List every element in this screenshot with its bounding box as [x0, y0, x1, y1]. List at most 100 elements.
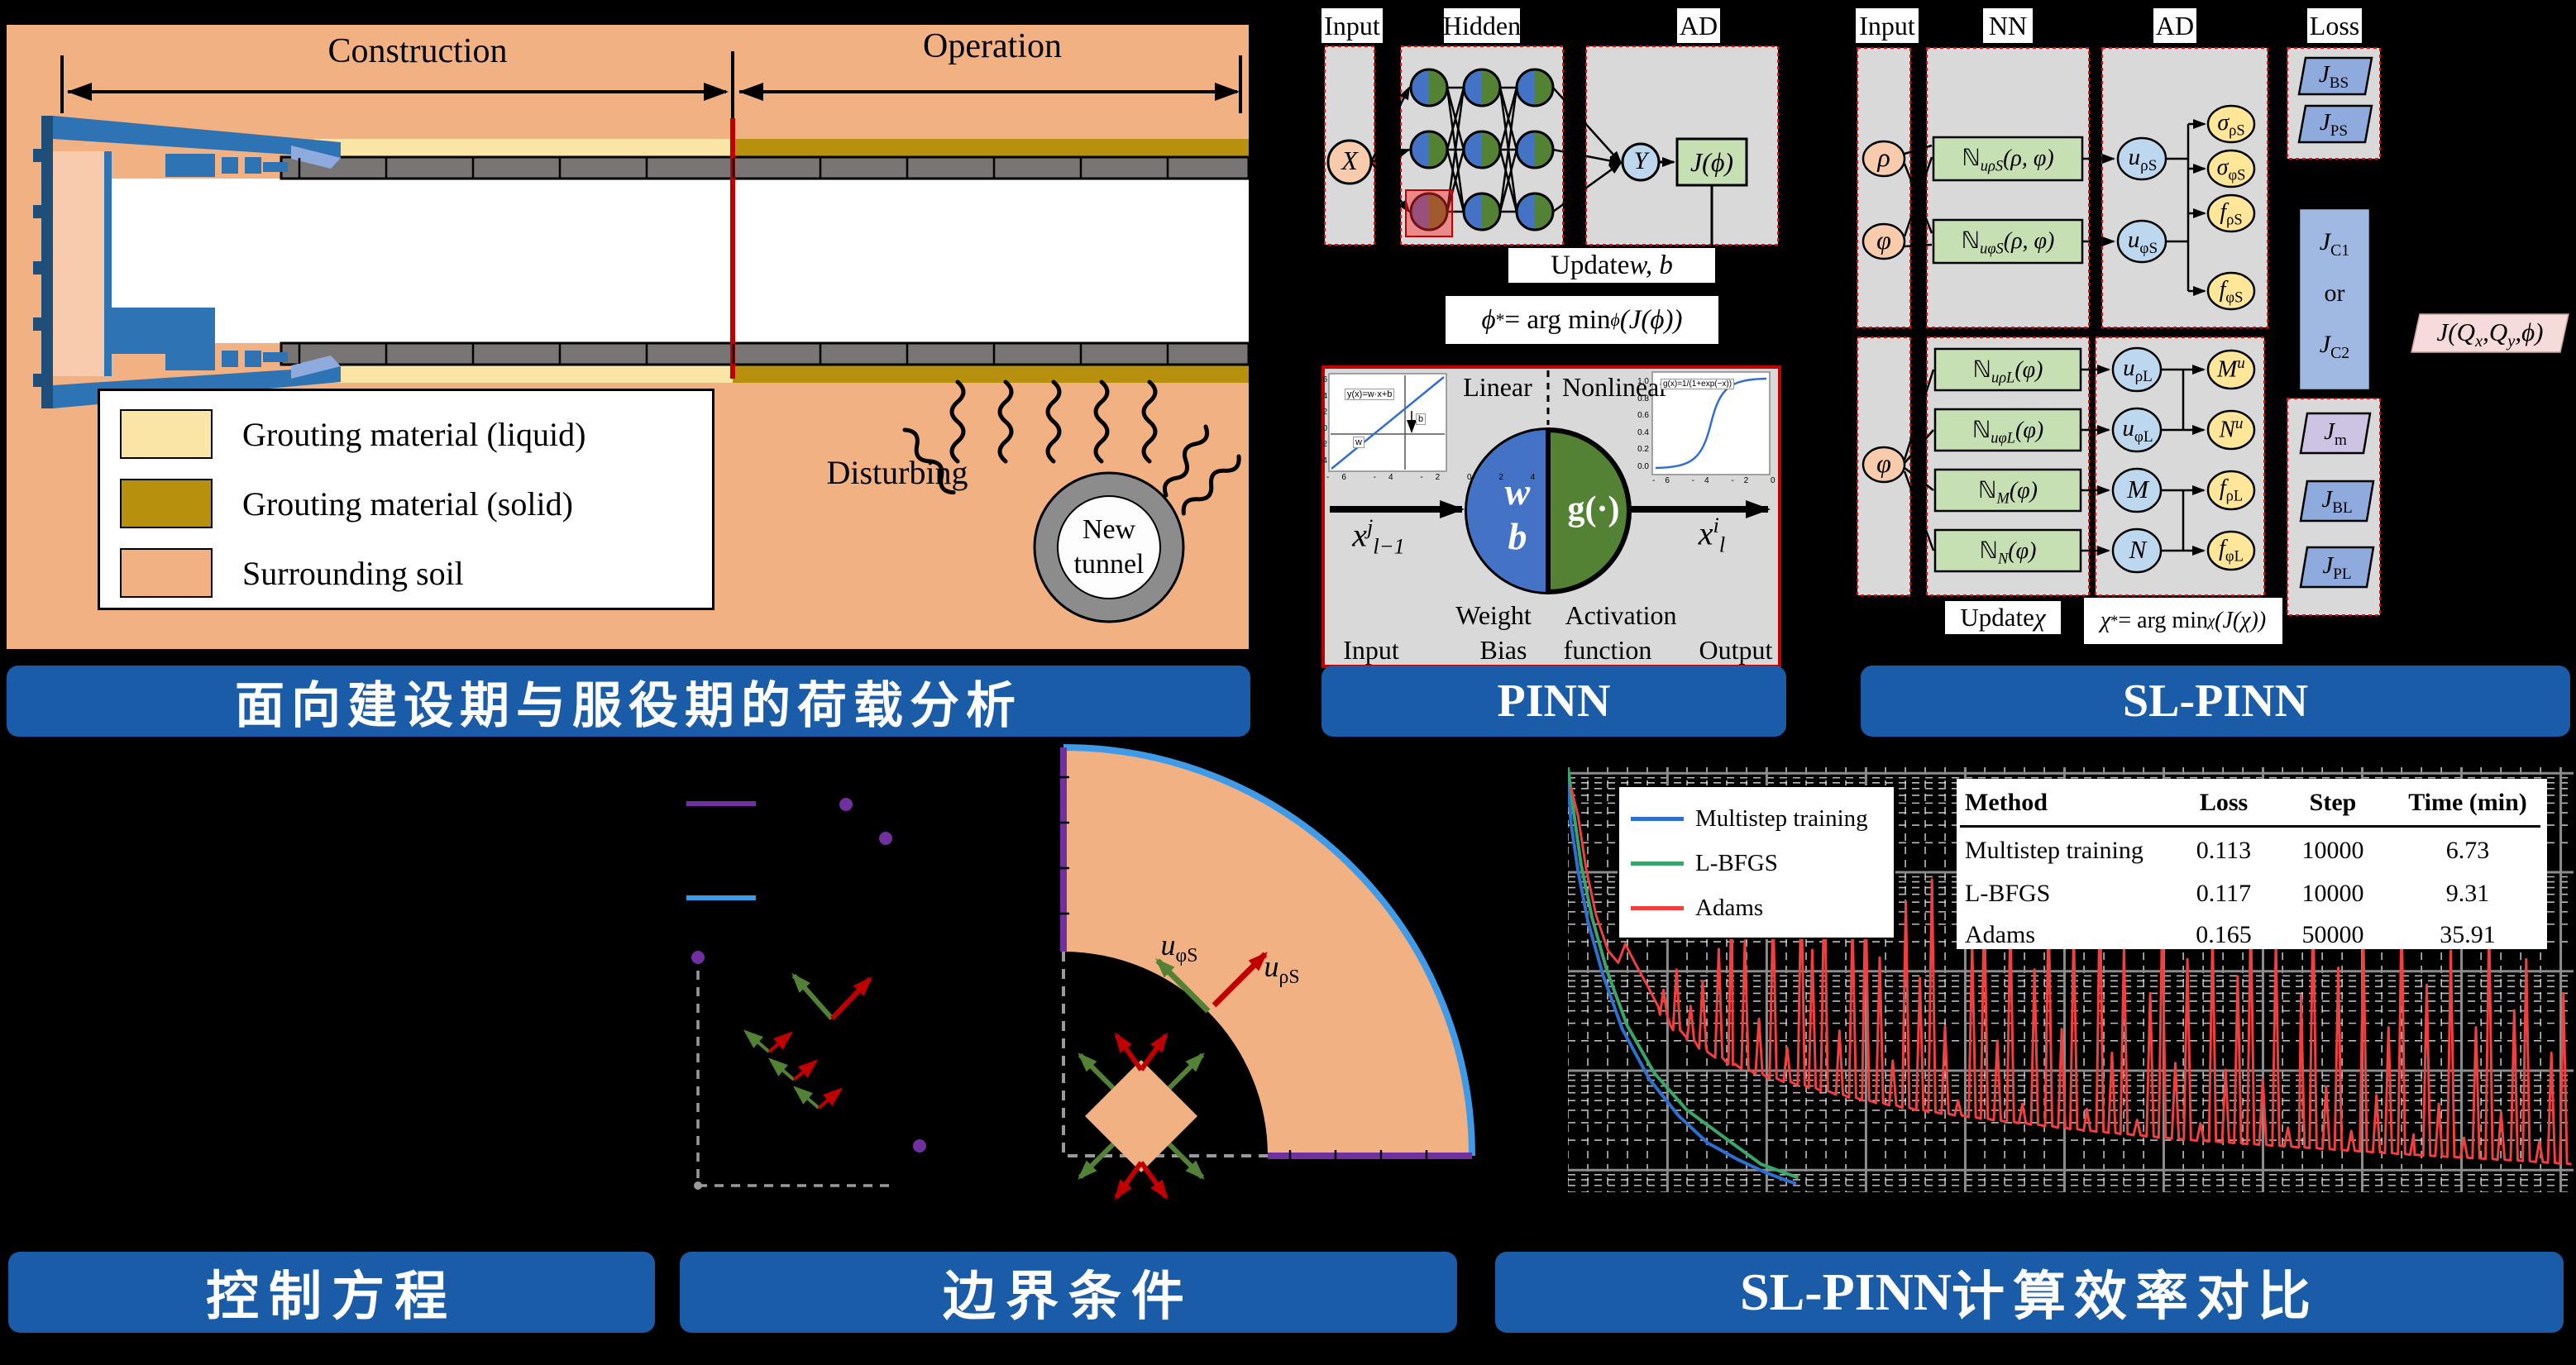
new-tunnel-label-1: New	[1082, 514, 1136, 545]
j-or-label: or	[2324, 279, 2345, 307]
soil-annulus	[1063, 747, 1472, 1156]
j-c1-label: JC1	[2319, 228, 2350, 260]
nn-n-label: ℕN(φ)	[1979, 538, 2037, 567]
th-step: Step	[2309, 789, 2357, 816]
chart-legend-item-multistep: Multistep training	[1631, 805, 1868, 833]
x-node-label: X	[1341, 146, 1358, 175]
sl-nn-label: NN	[1983, 8, 2033, 43]
banner-boundary-conditions: 边界条件	[680, 1252, 1457, 1333]
legend-label: Grouting material (solid)	[242, 484, 573, 523]
chart-legend-item-lbfgs: L-BFGS	[1631, 850, 1778, 877]
legend-label: Surrounding soil	[242, 554, 464, 592]
soil-swatch	[120, 548, 213, 598]
new-tunnel-inner	[1057, 495, 1161, 599]
banner-pinn: PINN	[1321, 666, 1786, 737]
u-phi-arrow	[1155, 958, 1211, 1014]
solid-swatch	[120, 479, 213, 528]
linear-inset-formula: y(x)=w·x+b	[1345, 389, 1395, 400]
legend-item-solid: Grouting material (solid)	[120, 479, 573, 528]
sl-loss-shapes	[2297, 56, 2569, 589]
td-loss-2: 0.165	[2196, 921, 2252, 948]
linear-inset-w: w	[1353, 437, 1364, 448]
linear-inset-yticks: 6 4 2 0 -2 -4	[1320, 375, 1327, 465]
j-m-box: Jm	[2324, 418, 2347, 449]
u-rho-label: uρS	[1264, 950, 1300, 989]
sl-nn-box-s	[1926, 47, 2090, 328]
nn-url-label: ℕuρL(φ)	[1972, 357, 2043, 386]
banner-governing-equations: 控制方程	[8, 1252, 655, 1333]
td-step-2: 50000	[2301, 921, 2364, 948]
td-step-0: 10000	[2301, 837, 2364, 864]
f-pl-node: fφL	[2219, 536, 2244, 565]
nonlinear-label: Nonlinear	[1562, 372, 1668, 402]
y-node-label: Y	[1633, 147, 1648, 174]
tbm-jack-top	[165, 154, 288, 177]
highlighted-neuron-box	[1405, 189, 1453, 237]
neuron-input-label: Input	[1343, 635, 1399, 665]
outer-boundary-arc	[1063, 744, 1475, 1157]
td-time-0: 6.73	[2445, 837, 2490, 864]
table-header-rule	[1960, 825, 2540, 828]
tbm-center-jack	[112, 308, 215, 354]
chart-table: Method Loss Step Time (min) Multistep tr…	[1957, 779, 2547, 949]
j-phi-box	[1675, 137, 1748, 187]
excavation-chamber	[53, 151, 104, 376]
td-method-1: L-BFGS	[1965, 880, 2051, 907]
linear-inset-b: b	[1416, 413, 1427, 425]
lbfgs-line-sample	[1631, 861, 1684, 866]
td-time-2: 35.91	[2440, 921, 2496, 948]
activation-symbol: g(·)	[1567, 490, 1620, 528]
u-phi-label: uφS	[1160, 928, 1198, 967]
sl-nn-rects	[1932, 136, 2084, 573]
grout-solid-top	[733, 139, 1249, 157]
boundary-sketch-fragments	[686, 798, 926, 1190]
pinn-hidden-label: Hidden	[1443, 8, 1521, 43]
tunnel-interior	[112, 179, 1249, 343]
f-rl-node: fρL	[2219, 475, 2244, 504]
liquid-swatch	[120, 409, 213, 459]
sigmoid-inset-yticks: 1.0 0.8 0.6 0.4 0.2 0.0	[1637, 377, 1649, 471]
function-label: function	[1563, 635, 1652, 665]
td-loss-0: 0.113	[2196, 837, 2252, 864]
multistep-line-sample	[1631, 817, 1684, 821]
neuron-output-label: Output	[1699, 635, 1773, 665]
td-loss-1: 0.117	[2196, 880, 2252, 907]
u-rho-arrow	[1212, 952, 1268, 1008]
new-tunnel-label-2: tunnel	[1073, 549, 1145, 580]
diamond-green-arrows	[1078, 1052, 1205, 1180]
u-pl-node: uφL	[2122, 415, 2153, 446]
tunnel-legend-box: Grouting material (liquid) Grouting mate…	[98, 389, 714, 610]
banner-efficiency-cjk: 计算效率对比	[1952, 1267, 2320, 1326]
u-rl-node: uρL	[2123, 355, 2153, 385]
pinn-input-label: Input	[1321, 8, 1383, 43]
j-ps-box: JPS	[2319, 109, 2349, 140]
sigmoid-inset-xticks: -6 -4 -2 0 2 4 6	[1652, 476, 1866, 485]
nn-ups-label: ℕuφS(ρ, φ)	[1961, 228, 2055, 257]
j-bl-box: JBL	[2321, 486, 2353, 517]
banner-load-analysis: 面向建设期与服役期的荷载分析	[7, 666, 1250, 737]
linear-label: Linear	[1463, 372, 1532, 402]
tbm-jack-bottom	[165, 347, 288, 370]
nn-upl-label: ℕuφL(φ)	[1971, 418, 2044, 446]
grout-solid-bottom	[733, 365, 1249, 383]
nn-m-label: ℕM(φ)	[1978, 478, 2038, 507]
j-q-box: J(Qx,Qy,ϕ)	[2436, 317, 2544, 351]
series-1	[1568, 767, 1799, 1180]
sigma-rs-node: σρS	[2217, 110, 2245, 139]
rho-input: ρ	[1877, 142, 1890, 172]
n-node: N	[2129, 535, 2147, 564]
th-method: Method	[1965, 789, 2048, 816]
diamond-red-arrows	[1114, 1032, 1169, 1200]
sl-pinn-panel	[1857, 47, 2569, 616]
legend-item-soil: Surrounding soil	[120, 548, 464, 598]
j-pl-box: JPL	[2322, 552, 2352, 583]
weight-symbol: w	[1504, 470, 1531, 513]
pinn-panel	[1321, 45, 1781, 668]
legend-label: Grouting material (liquid)	[242, 415, 586, 453]
td-time-1: 9.31	[2445, 880, 2490, 907]
sl-blue-ellipses	[2111, 136, 2167, 574]
sl-ad-label: AD	[2153, 8, 2196, 43]
td-step-1: 10000	[2301, 880, 2364, 907]
chart-legend-label: L-BFGS	[1695, 850, 1778, 876]
